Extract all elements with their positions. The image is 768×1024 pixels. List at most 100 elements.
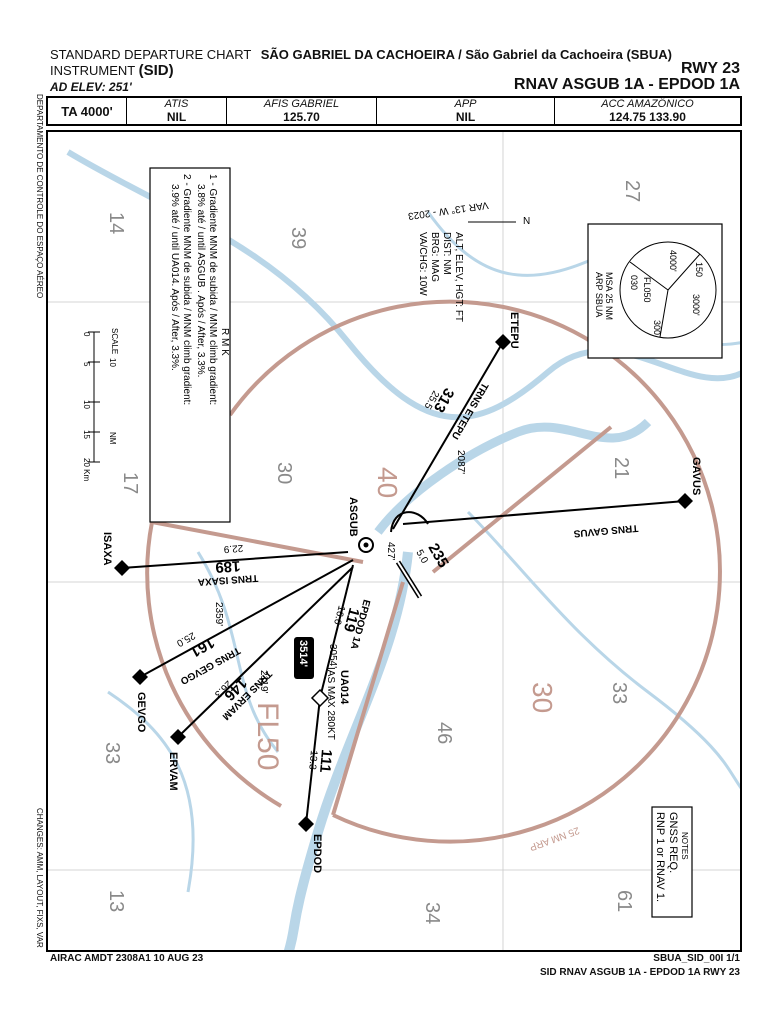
grid-number: 30	[273, 462, 295, 484]
freq-label: ATIS	[164, 98, 189, 110]
rmk-text: R M K 1 - Gradiente MNM de subida / MNM …	[169, 174, 230, 405]
ua014-speed: IAS MAX 280KT	[325, 667, 336, 740]
airport-name: SÃO GABRIEL DA CACHOEIRA / São Gabriel d…	[260, 47, 672, 62]
route-turn	[390, 511, 429, 533]
sector-line	[431, 425, 613, 574]
ad-elevation: AD ELEV: 251'	[50, 80, 132, 94]
ua014-alt-box-text: 3514'	[297, 640, 309, 667]
msa-sectors	[629, 253, 701, 338]
sector-line	[151, 520, 364, 564]
freq-value: NIL	[166, 110, 187, 124]
route-dist: 16.0	[331, 604, 347, 626]
grid-number: 17	[119, 472, 141, 494]
north-label: N	[523, 216, 530, 227]
freq-label: AFIS GABRIEL	[263, 98, 340, 110]
runway-track: 235	[425, 541, 452, 571]
rmk-line: 1 - Gradiente MNM de subida / MNM climb …	[207, 174, 218, 405]
river	[196, 551, 280, 753]
route-epdod-2	[305, 697, 321, 825]
grid-number: 27	[621, 180, 643, 202]
waypoint-gevgo: GEVGO	[135, 692, 147, 733]
grid-number: 34	[421, 902, 443, 924]
sector-alt: 40	[372, 467, 403, 498]
route-gavus	[402, 500, 686, 525]
sector-line	[331, 581, 405, 816]
fl-label: FL50	[251, 702, 284, 770]
sector-alt: 30	[527, 682, 558, 713]
chart-map: ETEPU GAVUS ISAXA GEVGO ERVAM EPDOD ASGU…	[46, 130, 742, 952]
waypoint-asgub: ASGUB	[347, 497, 359, 537]
msa-sector-line	[659, 289, 669, 338]
grid-numbers: 14 39 27 30 21 17 33 46 33 13 34 61	[101, 180, 643, 924]
grid-number: 46	[433, 722, 455, 744]
chart-footer-title: SID RNAV ASGUB 1A - EPDOD 1A RWY 23	[539, 967, 740, 978]
route-gevgo	[139, 559, 354, 678]
route-name: TRNS GAVUS	[573, 522, 639, 539]
scale-labels: SCALE 10 NM 0 5 10 15 20 Km	[82, 328, 119, 481]
river	[426, 211, 609, 277]
side-text-bottom: CHANGES: AMM, LAYOUT, FIXS, VAR	[30, 808, 46, 948]
notes-box	[651, 806, 693, 918]
grid-number: 21	[610, 457, 632, 479]
grid-number: 14	[105, 212, 127, 234]
scale-tick-label: 10	[82, 400, 91, 409]
grid-number: 33	[608, 682, 630, 704]
ring-arc	[145, 521, 283, 808]
msa-altitude: 3000'	[691, 294, 701, 316]
waypoint-ervam-marker	[170, 729, 186, 745]
airac-info: AIRAC AMDT 2308A1 10 AUG 23	[50, 953, 204, 964]
rmk-line: 3.9% até / until UA014. Após / After, 3.…	[169, 184, 180, 371]
grid-number: 33	[101, 742, 123, 764]
notes-line: GNSS REQ.	[667, 812, 679, 873]
waypoint-ervam: ERVAM	[167, 752, 179, 791]
procedure-name: RNAV ASGUB 1A - EPDOD 1A	[513, 76, 740, 93]
notes-line: RNP 1 or RNAV 1.	[654, 812, 666, 902]
rmk-title: R M K	[219, 328, 230, 356]
rmk-line: 2 - Gradiente MNM de subida / MNM climb …	[181, 174, 192, 405]
rmk-box	[149, 167, 231, 523]
scale-tick-label: 0	[82, 332, 91, 337]
route-dist: 13.3	[306, 750, 319, 771]
route-etepu	[392, 341, 504, 530]
map-svg: ETEPU GAVUS ISAXA GEVGO ERVAM EPDOD ASGU…	[48, 132, 740, 950]
unit-line: VA/CHG: 10W	[417, 232, 428, 296]
scale-tick-label: 5	[82, 362, 91, 367]
msa-label: MSA 25 NM	[604, 272, 614, 320]
waypoint-gavus: GAVUS	[690, 457, 702, 495]
river	[466, 510, 740, 790]
scale-tick-label: 20 Km	[82, 458, 91, 481]
ta-value: TA 4000'	[61, 103, 113, 119]
msa-circle	[619, 241, 717, 339]
grid-number: 61	[613, 890, 635, 912]
msa-altitude: 4000'	[668, 250, 678, 272]
chart-title-line1: STANDARD DEPARTURE CHART SÃO GABRIEL DA …	[50, 47, 672, 62]
waypoint-markers	[114, 334, 693, 832]
department-text: DEPARTAMENTO DE CONTROLE DO ESPAÇO AÉREO	[35, 94, 44, 299]
msa-sector: 030	[629, 275, 639, 290]
unit-line: ALT, ELEV, HGT: FT	[453, 232, 464, 322]
route-track: 119	[340, 606, 363, 634]
side-text-top: DEPARTAMENTO DE CONTROLE DO ESPAÇO AÉREO	[30, 94, 46, 654]
freq-afis: AFIS GABRIEL 125.70	[226, 98, 376, 124]
freq-value: NIL	[455, 110, 476, 124]
freq-label: ACC AMAZÔNICO	[601, 98, 694, 110]
scale-tick-label: NM	[108, 432, 117, 445]
sid-tag: (SID)	[138, 62, 174, 79]
ua014-marker	[310, 688, 330, 708]
waypoint-labels: ETEPU GAVUS ISAXA GEVGO ERVAM EPDOD ASGU…	[101, 312, 702, 873]
chart-type-text: STANDARD DEPARTURE CHART	[50, 47, 252, 62]
river	[283, 551, 413, 950]
waypoint-epdod-marker	[298, 816, 314, 832]
river	[107, 690, 195, 893]
route-track: 111	[316, 749, 335, 774]
notes-title: NOTES	[680, 832, 689, 860]
arp-dot	[363, 542, 369, 548]
waypoint-gavus-marker	[677, 493, 693, 509]
msa-label: ARP SBUA	[594, 272, 604, 317]
waypoint-isaxa: ISAXA	[101, 532, 113, 566]
freq-label: APP	[454, 98, 477, 110]
chart-code: SBUA_SID_00I 1/1	[653, 953, 740, 964]
route-isaxa	[121, 551, 349, 569]
grid-number: 39	[287, 227, 309, 249]
msa-altitude: FL050	[642, 277, 652, 303]
